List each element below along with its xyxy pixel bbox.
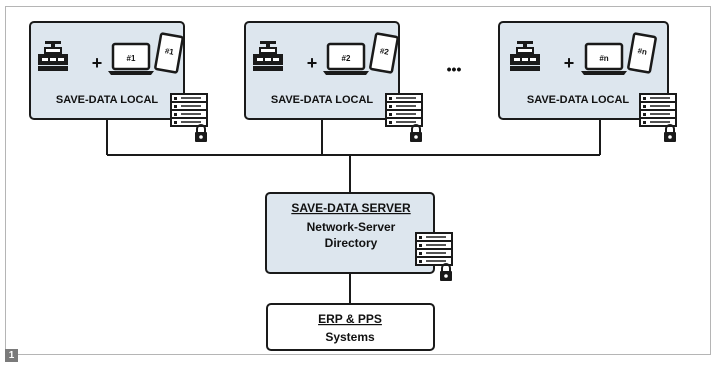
client-caption: SAVE-DATA LOCAL [271, 94, 374, 106]
tablet-icon [369, 32, 399, 74]
server-lock-icon [385, 93, 423, 143]
client-node-2: + #2 #2 SAVE-DATA LOCAL [244, 21, 423, 143]
plus-sign: + [92, 53, 103, 73]
erp-title: ERP & PPS [318, 312, 382, 326]
save-data-server-node: SAVE-DATA SERVER Network-Server Director… [265, 192, 453, 282]
laptop-label: #n [599, 54, 608, 63]
laptop-icon [323, 42, 369, 75]
client-box [498, 21, 669, 120]
figure-number-badge: 1 [5, 349, 18, 362]
plus-sign: + [307, 53, 318, 73]
ellipsis: ••• [447, 61, 462, 77]
erp-box [266, 303, 435, 351]
client-caption: SAVE-DATA LOCAL [527, 94, 630, 106]
laptop-icon [581, 42, 627, 75]
client-caption: SAVE-DATA LOCAL [56, 94, 159, 106]
laptop-icon [108, 42, 154, 75]
erp-subtitle: Systems [325, 330, 375, 344]
tablet-icon [627, 32, 657, 74]
laptop-label: #2 [342, 54, 351, 63]
tablet-label: #1 [164, 46, 175, 57]
server-lock-icon [170, 93, 208, 143]
erp-pps-node: ERP & PPS Systems [266, 303, 435, 351]
tablet-label: #2 [379, 46, 390, 57]
server-line-2: Directory [325, 236, 378, 250]
server-line-1: Network-Server [307, 220, 396, 234]
figure-frame [5, 6, 711, 355]
laptop-label: #1 [127, 54, 136, 63]
plus-sign: + [564, 53, 575, 73]
tablet-icon [154, 32, 184, 74]
tablet-label: #n [637, 46, 648, 57]
client-node-n: + #n #n SAVE-DATA LOCAL [498, 21, 677, 143]
server-lock-icon [639, 93, 677, 143]
server-title: SAVE-DATA SERVER [291, 201, 411, 215]
connection-lines [106, 118, 601, 304]
client-node-1: + #1 #1 SAVE-DATA LOCAL [29, 21, 208, 143]
